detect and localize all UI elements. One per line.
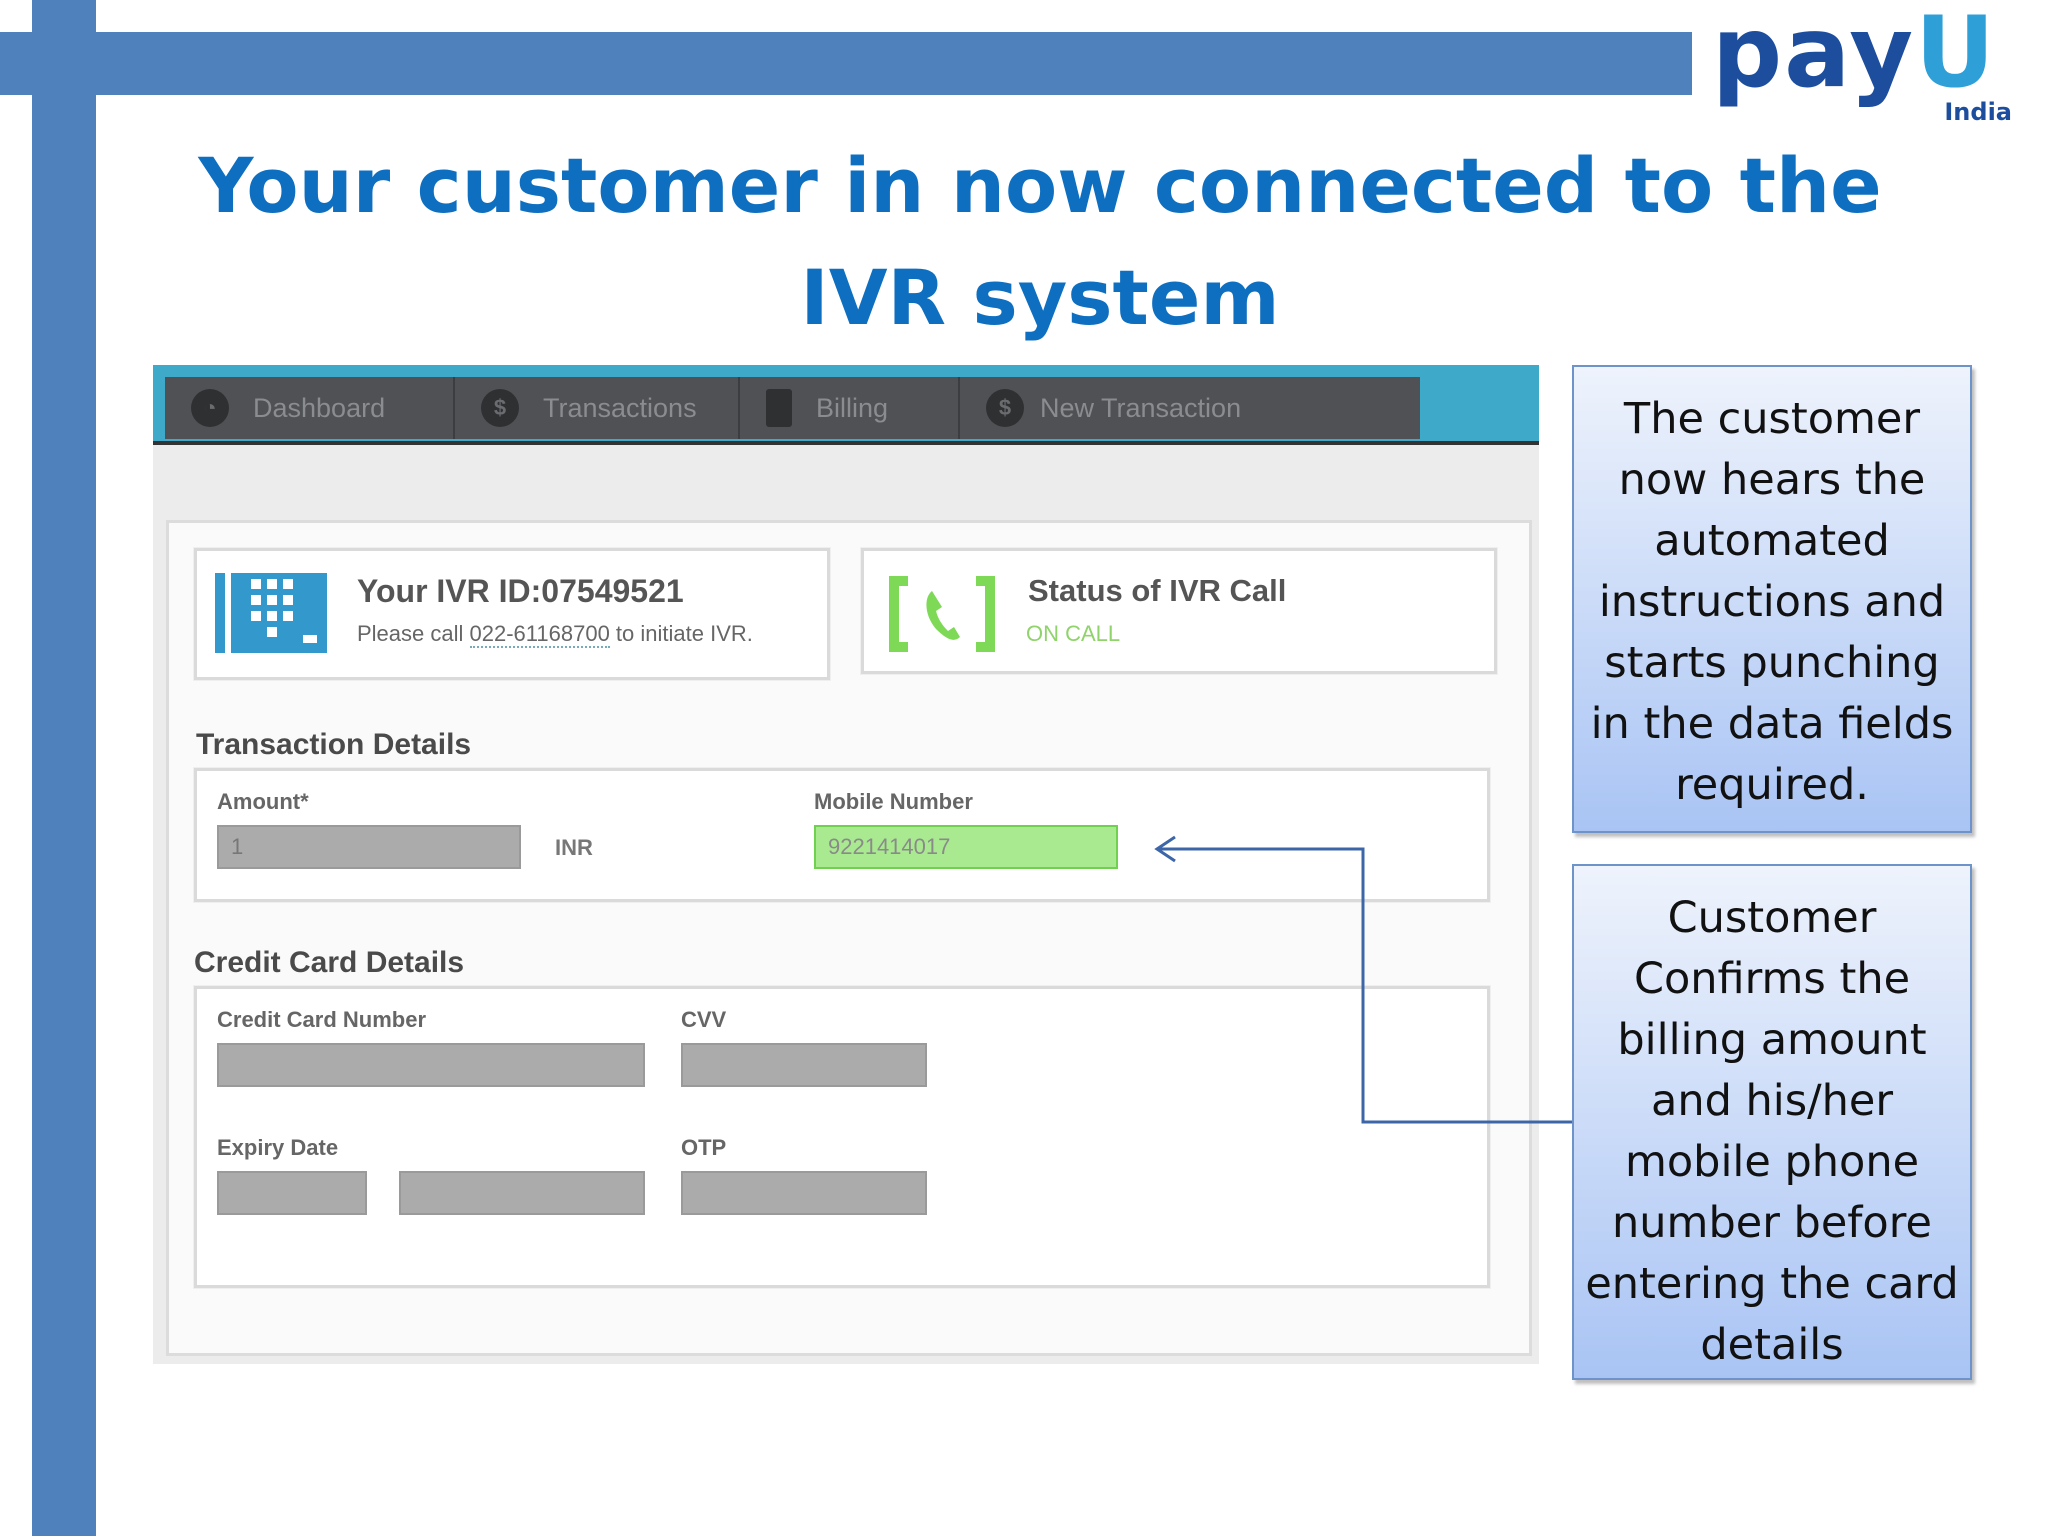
dashboard-icon: ◔ bbox=[191, 389, 229, 427]
status-title: Status of IVR Call bbox=[1028, 573, 1287, 608]
card-number-label: Credit Card Number bbox=[217, 1007, 427, 1032]
slide-title: Your customer in now connected to the IV… bbox=[198, 141, 1882, 342]
document-icon bbox=[766, 389, 792, 427]
nav-item-billing[interactable]: Billing bbox=[740, 377, 960, 439]
nav-item-label: New Transaction bbox=[1040, 392, 1242, 423]
top-navigation: ◔ Dashboard $ Transactions Billing $ New… bbox=[153, 365, 1539, 445]
transaction-details-heading: Transaction Details bbox=[196, 728, 472, 761]
callout-customer-confirms-details: Customer Confirms the billing amount and… bbox=[1572, 864, 1972, 1380]
nav-item-new-transaction[interactable]: $ New Transaction bbox=[960, 377, 1270, 439]
payu-logo: payU India bbox=[1712, 4, 2012, 128]
nav-item-label: Billing bbox=[816, 392, 889, 423]
expiry-month-input[interactable] bbox=[217, 1171, 367, 1215]
decorative-left-bar bbox=[32, 0, 96, 1536]
nav-item-transactions[interactable]: $ Transactions bbox=[455, 377, 740, 439]
credit-card-details-panel: Credit Card Number CVV Expiry Date OTP bbox=[194, 986, 1490, 1288]
nav-item-dashboard[interactable]: ◔ Dashboard bbox=[165, 377, 455, 439]
dollar-icon: $ bbox=[481, 389, 519, 427]
phone-call-icon bbox=[889, 576, 995, 652]
ivr-status-card: Status of IVR Call ON CALL bbox=[861, 548, 1497, 674]
keypad-icon bbox=[215, 573, 327, 653]
decorative-top-bar bbox=[0, 32, 1692, 95]
logo-subtitle: India bbox=[1944, 98, 2012, 126]
new-transaction-icon: $ bbox=[986, 389, 1024, 427]
nav-item-label: Dashboard bbox=[253, 392, 386, 423]
credit-card-details-heading: Credit Card Details bbox=[194, 946, 465, 979]
mobile-number-input[interactable]: 9221414017 bbox=[814, 825, 1118, 869]
amount-input[interactable]: 1 bbox=[217, 825, 521, 869]
ivr-page-content: Your IVR ID:07549521 Please call 022-611… bbox=[166, 520, 1532, 1356]
ivr-id-text: Your IVR ID:07549521 bbox=[357, 573, 684, 609]
nav-tab-strip: ◔ Dashboard $ Transactions Billing $ New… bbox=[165, 377, 1420, 439]
otp-label: OTP bbox=[681, 1135, 727, 1160]
amount-label: Amount* bbox=[217, 789, 309, 814]
app-screenshot: ◔ Dashboard $ Transactions Billing $ New… bbox=[153, 365, 1539, 1364]
ivr-note-suffix: to initiate IVR. bbox=[609, 621, 753, 646]
expiry-year-input[interactable] bbox=[399, 1171, 645, 1215]
currency-label: INR bbox=[555, 835, 593, 860]
nav-item-label: Transactions bbox=[543, 392, 697, 423]
expiry-date-label: Expiry Date bbox=[217, 1135, 339, 1160]
callout-text: The customer now hears the automated ins… bbox=[1590, 394, 1954, 810]
logo-wordmark: payU bbox=[1712, 0, 1997, 110]
transaction-details-panel: Amount* 1 INR Mobile Number 9221414017 bbox=[194, 768, 1490, 902]
ivr-phone-number-link[interactable]: 022-61168700 bbox=[469, 621, 610, 648]
ivr-id-card: Your IVR ID:07549521 Please call 022-611… bbox=[194, 548, 830, 680]
ivr-instruction: Please call 022-61168700 to initiate IVR… bbox=[357, 621, 753, 648]
cvv-label: CVV bbox=[681, 1007, 727, 1032]
callout-customer-hears-instructions: The customer now hears the automated ins… bbox=[1572, 365, 1972, 833]
ivr-note-prefix: Please call bbox=[357, 621, 470, 646]
callout-text: Customer Confirms the billing amount and… bbox=[1585, 893, 1959, 1370]
otp-input[interactable] bbox=[681, 1171, 927, 1215]
card-number-input[interactable] bbox=[217, 1043, 645, 1087]
cvv-input[interactable] bbox=[681, 1043, 927, 1087]
status-value: ON CALL bbox=[1026, 621, 1121, 646]
mobile-number-label: Mobile Number bbox=[814, 789, 973, 814]
